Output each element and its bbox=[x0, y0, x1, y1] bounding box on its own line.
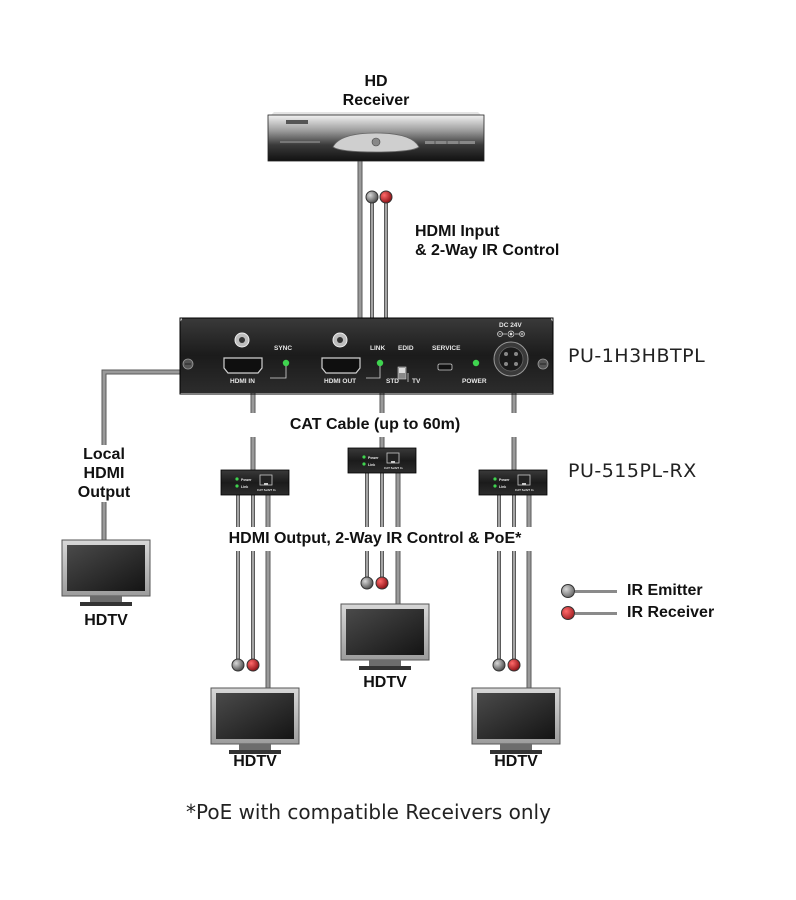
ir-receiver-legend-line bbox=[575, 611, 617, 615]
poe-footnote: *PoE with compatible Receivers only bbox=[186, 800, 551, 824]
cable-label: CAT Cable (up to 60m) bbox=[205, 413, 545, 437]
hdtv-label-center: HDTV bbox=[363, 674, 407, 691]
receiver-right: Power Link CAT 5e/6/7 In bbox=[478, 469, 548, 496]
source-title-line1: HD bbox=[364, 73, 388, 90]
legend-ir-emitter: IR Emitter bbox=[561, 582, 703, 600]
ir-receiver-dot bbox=[246, 658, 260, 672]
ir-emitter-legend-icon bbox=[561, 584, 575, 598]
hdtv-label-left: HDTV bbox=[233, 753, 277, 770]
svg-text:Link: Link bbox=[368, 463, 375, 467]
ir-emitter-dot bbox=[360, 576, 374, 590]
sync-led bbox=[282, 359, 290, 367]
tv-icon-left bbox=[210, 687, 300, 754]
service-port bbox=[437, 363, 453, 371]
input-label-line1: HDMI Input bbox=[415, 223, 500, 240]
ir-receiver-legend-icon bbox=[561, 606, 575, 620]
receiver-model: PU-515PL-RX bbox=[568, 460, 697, 482]
svg-text:Power: Power bbox=[241, 478, 252, 482]
hdtv-label-local: HDTV bbox=[84, 612, 128, 629]
local-output-line3: Output bbox=[77, 484, 131, 501]
link-port-label: LINK bbox=[370, 345, 385, 352]
power-led bbox=[472, 359, 480, 367]
local-output-label: Local HDMI Output bbox=[58, 445, 150, 502]
ir-emitter-dot bbox=[231, 658, 245, 672]
receiver-left: Power Link CAT 5e/6/7 In bbox=[220, 469, 290, 496]
output-label: HDMI Output, 2-Way IR Control & PoE* bbox=[195, 527, 555, 551]
dc-port-label: DC 24V bbox=[499, 322, 522, 329]
svg-text:Power: Power bbox=[499, 478, 510, 482]
std-label: STD bbox=[386, 378, 399, 385]
legend-ir-receiver: IR Receiver bbox=[561, 604, 714, 622]
ir-receiver-dot bbox=[379, 190, 393, 204]
legend-ir-emitter-text: IR Emitter bbox=[627, 582, 703, 599]
service-port-label: SERVICE bbox=[432, 345, 461, 352]
hdmi-out-port-label: HDMI OUT bbox=[324, 378, 356, 385]
ir-receiver-dot bbox=[375, 576, 389, 590]
hd-receiver-device bbox=[267, 112, 485, 162]
hdtv-label-right: HDTV bbox=[494, 753, 538, 770]
svg-text:CAT 5e/6/7 In: CAT 5e/6/7 In bbox=[384, 466, 403, 470]
ir-emitter-dot bbox=[492, 658, 506, 672]
svg-text:Power: Power bbox=[368, 456, 379, 460]
receiver-center: Power Link CAT 5e/6/7 In bbox=[347, 447, 417, 474]
ir-receiver-dot bbox=[507, 658, 521, 672]
tv-icon-right bbox=[471, 687, 561, 754]
local-output-line1: Local bbox=[83, 446, 125, 463]
transmitter-model: PU-1H3HBTPL bbox=[568, 345, 706, 367]
ir-emitter-legend-line bbox=[575, 589, 617, 593]
power-port-label: POWER bbox=[462, 378, 487, 385]
sync-port-label: SYNC bbox=[274, 345, 292, 352]
source-title: HD Receiver bbox=[326, 72, 426, 110]
tv-label: TV bbox=[412, 378, 421, 385]
transmitter-device: SYNC HDMI IN LINK HDMI OUT EDID STD TV S… bbox=[179, 317, 554, 395]
local-output-line2: HDMI bbox=[83, 465, 125, 482]
legend-ir-receiver-text: IR Receiver bbox=[627, 604, 715, 621]
link-led bbox=[376, 359, 384, 367]
input-label: HDMI Input & 2-Way IR Control bbox=[415, 222, 559, 260]
svg-text:Link: Link bbox=[241, 485, 248, 489]
tv-icon-local bbox=[61, 539, 151, 606]
ir-dots bbox=[231, 190, 521, 672]
tv-icon-center bbox=[340, 603, 430, 670]
ir-emitter-dot bbox=[365, 190, 379, 204]
svg-text:Link: Link bbox=[499, 485, 506, 489]
svg-text:CAT 5e/6/7 In: CAT 5e/6/7 In bbox=[515, 488, 534, 492]
input-label-line2: & 2-Way IR Control bbox=[415, 242, 560, 259]
hdmi-in-port-label: HDMI IN bbox=[230, 378, 255, 385]
edid-port-label: EDID bbox=[398, 345, 414, 352]
svg-text:CAT 5e/6/7 In: CAT 5e/6/7 In bbox=[257, 488, 276, 492]
source-title-line2: Receiver bbox=[342, 92, 410, 109]
